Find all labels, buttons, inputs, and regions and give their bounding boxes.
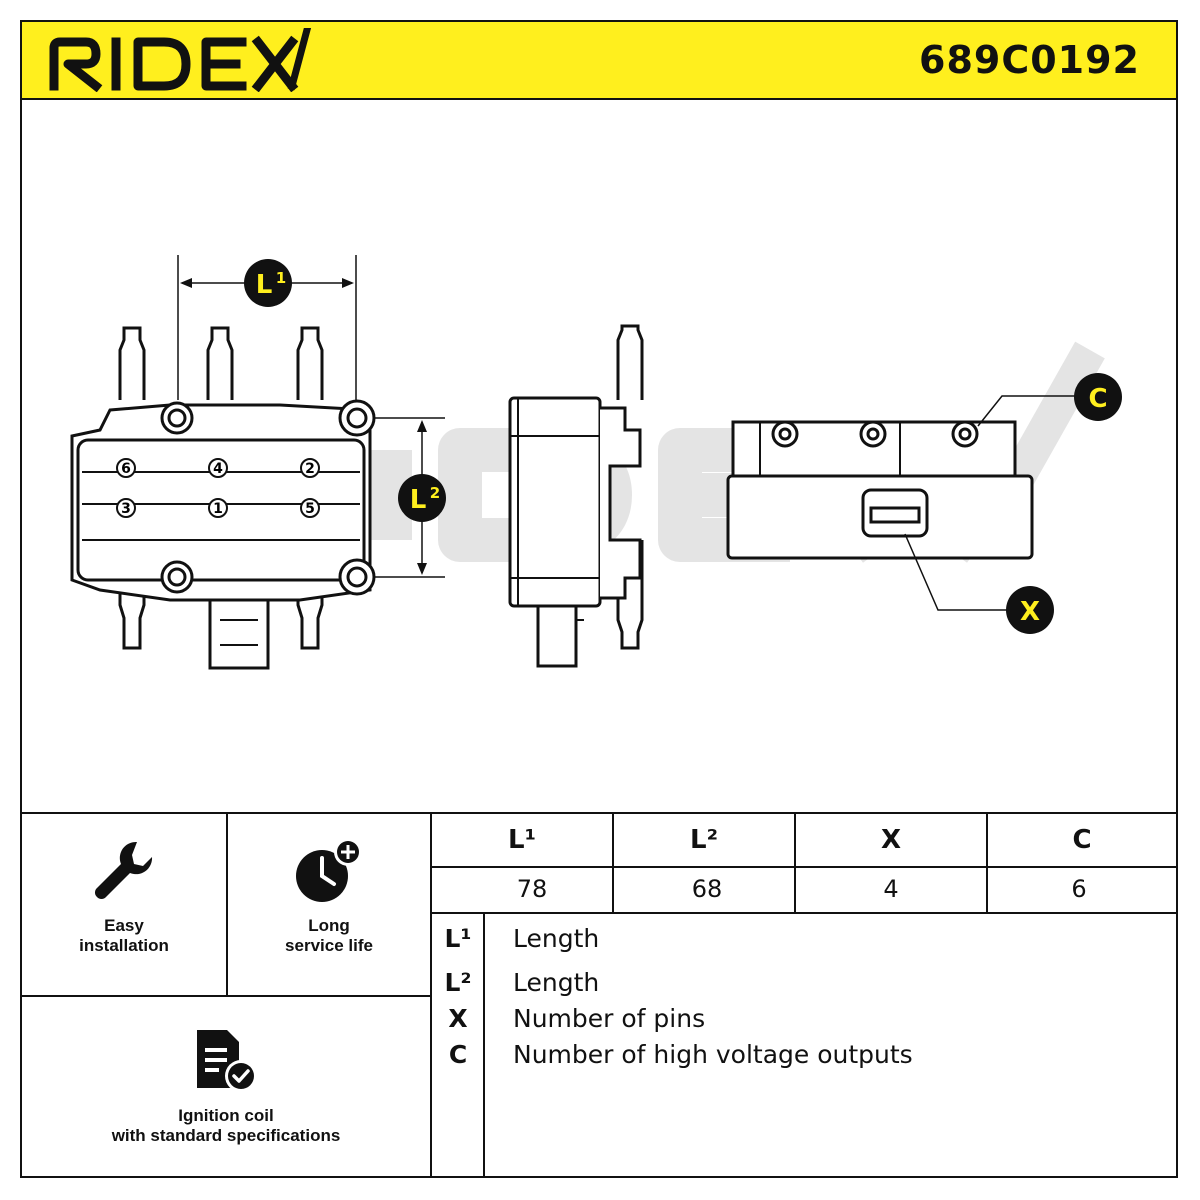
callout-l1: L 1	[244, 259, 292, 307]
divider	[483, 912, 485, 1178]
terminal-3: 3	[121, 501, 131, 517]
callout-c: C	[1074, 373, 1122, 421]
feature-easy-installation: Easy installation	[22, 836, 226, 956]
spec-header-c: C	[1072, 825, 1092, 855]
svg-text:L: L	[410, 485, 427, 515]
document-check-icon	[197, 1030, 257, 1092]
top-view	[726, 420, 1034, 560]
divider	[431, 912, 1178, 914]
spec-value-c: 6	[1071, 875, 1087, 903]
side-view	[508, 324, 644, 668]
svg-text:C: C	[1088, 384, 1107, 414]
svg-text:2: 2	[430, 484, 440, 502]
feature-long-service-life: Long service life	[228, 836, 430, 956]
svg-text:L: L	[256, 270, 273, 300]
callout-l2: L 2	[398, 474, 446, 522]
divider	[20, 995, 431, 997]
spec-value-l2: 68	[691, 875, 723, 903]
terminal-1: 1	[213, 501, 223, 517]
divider	[794, 812, 796, 913]
legend-desc-c: Number of high voltage outputs	[513, 1040, 913, 1069]
legend-key-c: C	[448, 1040, 468, 1069]
legend-key-l2: L²	[444, 968, 472, 997]
technical-drawing: 6 4 2 3 1 5	[20, 100, 1178, 814]
feature-standard-specifications: Ignition coil with standard specificatio…	[22, 1028, 430, 1146]
header-bar: 689C0192	[20, 20, 1178, 100]
divider	[226, 812, 228, 996]
legend-desc-l1: Length	[513, 924, 600, 953]
terminal-4: 4	[213, 461, 223, 477]
part-number: 689C0192	[919, 38, 1140, 82]
divider	[612, 812, 614, 913]
legend-key-l1: L¹	[444, 924, 472, 953]
spec-value-x: 4	[883, 875, 899, 903]
svg-text:X: X	[1020, 597, 1040, 627]
spec-header-l1: L¹	[508, 825, 536, 855]
divider	[986, 812, 988, 913]
terminal-5: 5	[305, 501, 315, 517]
legend-desc-x: Number of pins	[513, 1004, 706, 1033]
divider	[20, 812, 1178, 814]
wrench-icon	[94, 841, 153, 900]
brand-logo	[46, 21, 316, 97]
divider	[431, 866, 1178, 868]
spec-header-x: X	[880, 825, 902, 855]
terminal-2: 2	[305, 461, 315, 477]
svg-text:1: 1	[276, 269, 286, 287]
clock-plus-icon	[296, 838, 362, 902]
spec-header-l2: L²	[690, 825, 718, 855]
terminal-numbers: 6 4 2 3 1 5	[116, 458, 320, 518]
callout-x: X	[1006, 586, 1054, 634]
spec-value-l1: 78	[516, 875, 548, 903]
divider	[430, 812, 432, 1178]
legend-desc-l2: Length	[513, 968, 600, 997]
terminal-6: 6	[121, 461, 131, 477]
leader-lines	[904, 395, 1076, 611]
legend-key-x: X	[448, 1004, 468, 1033]
